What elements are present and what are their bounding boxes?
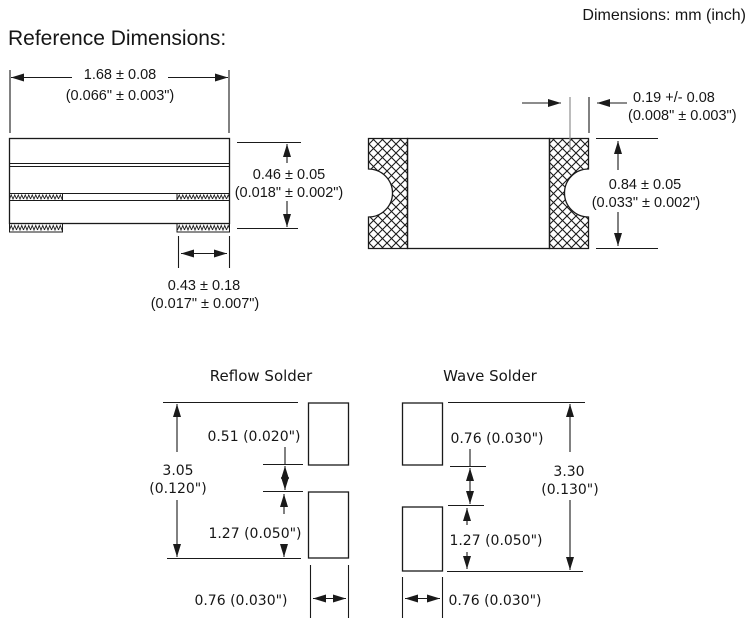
wave-solder-layout: Wave Solder 3.30 (0.130") 0.76 (0.030") … <box>401 367 599 618</box>
end-view-terminal-left <box>367 137 409 250</box>
side-view-electrode-right <box>176 193 230 201</box>
reflow-pad-top <box>307 402 350 466</box>
wave-overall-in: (0.130") <box>541 482 598 498</box>
wave-solder-label: Wave Solder <box>443 367 538 385</box>
reflow-overall-mm: 3.05 <box>162 463 193 479</box>
wave-overall-mm: 3.30 <box>553 464 584 480</box>
reflow-pad-height-label: 1.27 (0.050") <box>208 526 301 542</box>
wave-pad-height-label: 1.27 (0.050") <box>449 533 542 549</box>
side-view-body <box>8 137 231 225</box>
dim-side-width-in: (0.066" ± 0.003") <box>66 88 175 104</box>
dim-end-height: 0.84 ± 0.05 (0.033" ± 0.002") <box>592 137 701 250</box>
dim-side-terminal: 0.43 ± 0.18 (0.017" ± 0.007") <box>151 236 260 312</box>
dim-side-height-in: (0.018" ± 0.002") <box>235 185 344 201</box>
reflow-overall-in: (0.120") <box>149 481 206 497</box>
end-view <box>367 137 590 250</box>
wave-pad-bottom <box>401 506 444 572</box>
dim-side-width: 1.68 ± 0.08 (0.066" ± 0.003") <box>9 67 230 133</box>
dim-side-height-mm: 0.46 ± 0.05 <box>253 167 325 183</box>
side-view <box>8 137 231 233</box>
units-note: Dimensions: mm (inch) <box>582 7 746 24</box>
side-view-pad-left <box>9 223 63 233</box>
reflow-pad-width-label: 0.76 (0.030") <box>194 593 287 609</box>
wave-pad-top <box>401 402 444 466</box>
wave-pad-gap-label: 0.76 (0.030") <box>450 431 543 447</box>
reflow-solder-layout: Reflow Solder 3.05 (0.120") 0.51 (0.020"… <box>149 367 350 618</box>
dim-side-terminal-in: (0.017" ± 0.007") <box>151 296 260 312</box>
end-view-body <box>406 137 551 250</box>
reflow-solder-label: Reflow Solder <box>210 367 313 385</box>
page-title: Reference Dimensions: <box>8 27 226 50</box>
dim-end-band-mm: 0.19 +/- 0.08 <box>633 90 715 106</box>
dim-end-height-in: (0.033" ± 0.002") <box>592 195 701 211</box>
end-view-terminal-right <box>548 137 590 250</box>
reflow-pad-gap-label: 0.51 (0.020") <box>207 429 300 445</box>
side-view-pad-right <box>176 223 230 233</box>
dim-side-terminal-mm: 0.43 ± 0.18 <box>168 278 240 294</box>
dim-end-band-in: (0.008" ± 0.003") <box>628 108 737 124</box>
dim-end-height-mm: 0.84 ± 0.05 <box>609 177 681 193</box>
dim-side-height: 0.46 ± 0.05 (0.018" ± 0.002") <box>235 141 344 230</box>
wave-pad-width-label: 0.76 (0.030") <box>448 593 541 609</box>
dim-side-width-mm: 1.68 ± 0.08 <box>84 67 156 83</box>
side-view-electrode-left <box>9 193 63 201</box>
reflow-pad-bottom <box>307 491 350 559</box>
dim-end-terminal-band: 0.19 +/- 0.08 (0.008" ± 0.003") <box>522 90 737 152</box>
